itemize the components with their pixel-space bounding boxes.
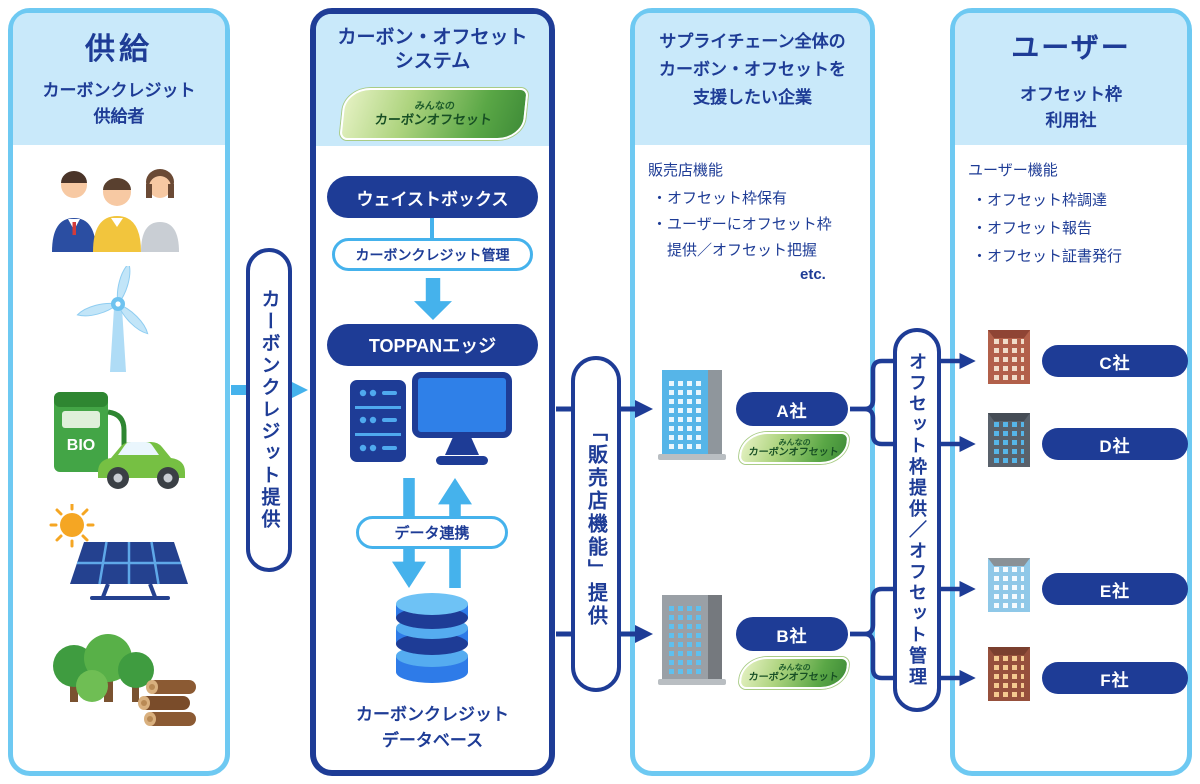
- company-e-pill: E社: [1042, 573, 1188, 605]
- company-d-pill: D社: [1042, 428, 1188, 460]
- database-label-line1: カーボンクレジット: [356, 705, 509, 724]
- building-facade: [988, 413, 1030, 467]
- building-facade: [988, 330, 1030, 384]
- toppan-edge-pill: TOPPANエッジ: [327, 324, 538, 366]
- carbon-offset-logo: みんなの カーボンオフセット: [339, 88, 529, 140]
- logo-line2: カーボンオフセット: [748, 671, 840, 683]
- server-icon: [350, 380, 406, 462]
- company-b-pill: B社: [736, 617, 848, 651]
- svg-text:BIO: BIO: [67, 437, 95, 454]
- connector-stem: [430, 218, 434, 238]
- partners-header: [635, 13, 870, 145]
- building-facade: [988, 558, 1030, 612]
- system-title-line1: カーボン・オフセット: [337, 27, 528, 48]
- building-side: [708, 595, 722, 679]
- partners-functions-title: 販売店機能: [648, 162, 724, 179]
- logo-line2: カーボンオフセット: [374, 112, 493, 127]
- company-a-pill: A社: [736, 392, 848, 426]
- credit-provision-connector: カーボンクレジット提供: [246, 248, 292, 572]
- users-header: [955, 13, 1187, 145]
- partners-etc: etc.: [800, 266, 826, 283]
- supply-subtitle-line2: 供給者: [93, 107, 145, 126]
- building-facade: [662, 595, 708, 679]
- users-functions-title: ユーザー機能: [968, 162, 1058, 179]
- database-label-line2: データベース: [381, 731, 484, 750]
- database-icon: [396, 593, 468, 683]
- company-b-logo: みんなの カーボンオフセット: [738, 657, 850, 689]
- biofuel-icon: BIO: [54, 392, 185, 489]
- monitor-icon: [412, 372, 512, 465]
- forest-icon: [53, 634, 196, 726]
- logo-line1: みんなの: [778, 662, 812, 672]
- building-base: [658, 454, 726, 460]
- users-subtitle-line1: オフセット枠: [1020, 85, 1122, 104]
- wastebox-pill: ウェイストボックス: [327, 176, 538, 218]
- store-function-connector: 「販売店機能」提供: [571, 356, 621, 692]
- company-e-building-icon: [988, 558, 1030, 612]
- users-subtitle-line2: 利用社: [1045, 111, 1097, 130]
- solar-panel-icon: [49, 504, 188, 600]
- supply-header: [13, 13, 225, 145]
- building-facade: [988, 647, 1030, 701]
- partners-title-line1: サプライチェーン全体の: [659, 32, 846, 51]
- partners-title-line3: 支援したい企業: [693, 88, 812, 107]
- company-c-pill: C社: [1042, 345, 1188, 377]
- users-bullet-3: ・オフセット証書発行: [972, 248, 1123, 265]
- company-a-building-icon: [658, 370, 726, 460]
- partners-title-line2: カーボン・オフセットを: [659, 60, 846, 79]
- credit-management-pill: カーボンクレジット管理: [332, 238, 533, 271]
- company-f-pill: F社: [1042, 662, 1188, 694]
- partners-bullet-3: 提供／オフセット把握: [652, 242, 818, 259]
- building-base: [658, 679, 726, 685]
- offset-provision-connector: オフセット枠提供／オフセット管理: [893, 328, 941, 712]
- partners-bullet-2: ・ユーザーにオフセット枠: [652, 216, 832, 233]
- wind-turbine-icon: [76, 266, 149, 372]
- logo-line1: みんなの: [778, 437, 812, 447]
- users-title: ユーザー: [1011, 32, 1131, 63]
- users-bullet-2: ・オフセット報告: [972, 220, 1093, 237]
- system-title-line2: システム: [394, 51, 471, 72]
- users-bullet-1: ・オフセット枠調達: [972, 192, 1108, 209]
- building-facade: [662, 370, 708, 454]
- company-c-building-icon: [988, 330, 1030, 384]
- people-icon: [52, 169, 179, 252]
- partners-bullet-1: ・オフセット枠保有: [652, 190, 788, 207]
- logo-line2: カーボンオフセット: [748, 446, 840, 458]
- company-b-building-icon: [658, 595, 726, 685]
- supply-title: 供給: [85, 33, 153, 66]
- supply-subtitle-line1: カーボンクレジット: [42, 81, 196, 100]
- company-a-logo: みんなの カーボンオフセット: [738, 432, 850, 464]
- company-f-building-icon: [988, 647, 1030, 701]
- company-d-building-icon: [988, 413, 1030, 467]
- logo-line1: みんなの: [414, 101, 456, 112]
- building-side: [708, 370, 722, 454]
- data-link-pill: データ連携: [356, 516, 508, 549]
